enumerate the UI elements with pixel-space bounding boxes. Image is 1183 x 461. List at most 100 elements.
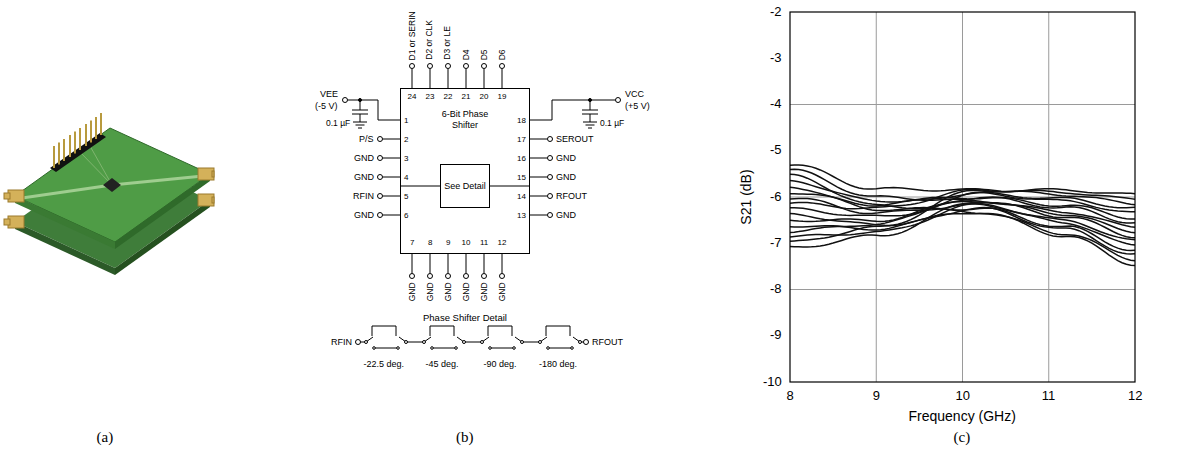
pin-name: D5 — [479, 49, 489, 60]
pin-name: GND — [556, 210, 576, 220]
node-label: 6-Bit Phase Shifter — [428, 109, 502, 131]
axis-tick: -6 — [770, 190, 782, 205]
axis-tick: 11 — [1042, 389, 1056, 404]
board-photo — [212, 197, 214, 203]
board-photo — [95, 117, 97, 139]
pin-name: RFOUT — [556, 191, 587, 201]
pin-wires — [378, 137, 383, 142]
chart-grid — [790, 12, 1135, 382]
board-photo — [69, 135, 71, 157]
pin-wires — [446, 64, 451, 69]
pin-name: P/S — [359, 134, 374, 144]
s21-curves — [790, 165, 1135, 265]
supply-network — [343, 98, 348, 103]
supply-network — [616, 98, 621, 103]
phase-shifter-detail — [521, 341, 524, 344]
phase-bit-label: -45 deg. — [426, 359, 459, 369]
pin-number: 7 — [410, 238, 414, 247]
pin-number: 2 — [404, 135, 408, 144]
pin-wires — [400, 186, 440, 187]
phase-bit-label: -90 deg. — [484, 359, 517, 369]
pin-wires — [530, 177, 548, 178]
chart-grid — [790, 289, 1135, 290]
phase-shifter-detail — [571, 347, 574, 350]
capacitor-value: 0.1 µF — [326, 119, 350, 129]
board-photo — [50, 133, 106, 172]
pin-name: D1 or SERIN — [407, 11, 417, 60]
board-photo — [53, 146, 55, 168]
pin-number: 13 — [517, 211, 526, 220]
node-label: See Detail — [442, 181, 488, 192]
pin-number: 18 — [517, 116, 526, 125]
board-photo — [85, 124, 87, 146]
pin-wires — [502, 254, 503, 274]
pin-wires — [378, 213, 383, 218]
pin-wires — [530, 196, 548, 197]
pin-wires — [378, 175, 383, 180]
phase-shifter-detail — [579, 341, 582, 344]
phase-shifter-detail — [489, 347, 492, 350]
phase-bit-label: -22.5 deg. — [364, 359, 405, 369]
board-photo — [212, 171, 214, 177]
supply-network — [582, 100, 598, 128]
axis-tick: -10 — [763, 375, 782, 390]
pin-number: 8 — [428, 238, 432, 247]
phase-shifter-detail — [584, 340, 589, 345]
panel-letter: (b) — [456, 429, 474, 446]
pin-wires — [378, 194, 383, 199]
board-photo — [115, 174, 210, 249]
pin-name: D6 — [497, 49, 507, 60]
pin-wires — [410, 64, 415, 69]
pin-name: GND — [425, 282, 435, 301]
phase-shifter-detail — [405, 341, 408, 344]
pin-wires — [412, 69, 413, 89]
pin-wires — [548, 213, 553, 218]
pin-number: 23 — [426, 92, 435, 101]
board-photo — [79, 128, 81, 150]
s21-curve — [790, 213, 1135, 265]
board-photo — [54, 113, 101, 168]
pin-wires — [530, 215, 548, 216]
pin-wires — [378, 64, 553, 279]
pin-wires — [446, 274, 451, 279]
pin-wires — [428, 64, 433, 69]
axis-tick: -2 — [770, 5, 782, 20]
pin-wires — [464, 64, 469, 69]
phase-shifter-detail — [356, 340, 361, 345]
pin-wires — [430, 254, 431, 274]
board-photo — [22, 185, 112, 198]
pin-name: GND — [461, 282, 471, 301]
axis-tick: -5 — [770, 143, 782, 158]
axis-tick: 9 — [873, 389, 880, 404]
panel-letter: (a) — [97, 429, 114, 446]
phase-shifter-detail — [373, 347, 376, 350]
phase-bit-label: -180 deg. — [539, 359, 577, 369]
pin-name: D4 — [461, 49, 471, 60]
pin-wires — [500, 274, 505, 279]
board-photo — [198, 168, 214, 180]
pin-wires — [430, 69, 431, 89]
chip-body: 6-Bit Phase ShifterSee Detail — [400, 88, 530, 254]
pin-name: GND — [354, 172, 374, 182]
axis-tick: -7 — [770, 236, 782, 251]
board-photo — [90, 146, 112, 185]
pin-number: 19 — [498, 92, 507, 101]
phase-shifter-detail — [397, 347, 400, 350]
pin-wires — [500, 64, 505, 69]
pin-wires — [530, 158, 548, 159]
phase-shifter-detail — [455, 347, 458, 350]
pin-name: SEROUT — [556, 134, 594, 144]
pin-wires — [548, 137, 553, 142]
board-photo — [100, 113, 102, 135]
axis-tick: -3 — [770, 51, 782, 66]
s21-curve — [790, 187, 1135, 250]
board-photo — [103, 178, 121, 192]
s21-curve — [790, 174, 1135, 260]
s21-curve — [790, 191, 1135, 242]
axis-tick: -9 — [770, 328, 782, 343]
pin-wires — [383, 215, 401, 216]
pin-wires — [464, 274, 469, 279]
pin-name: RFIN — [353, 191, 374, 201]
pin-wires — [412, 254, 413, 274]
